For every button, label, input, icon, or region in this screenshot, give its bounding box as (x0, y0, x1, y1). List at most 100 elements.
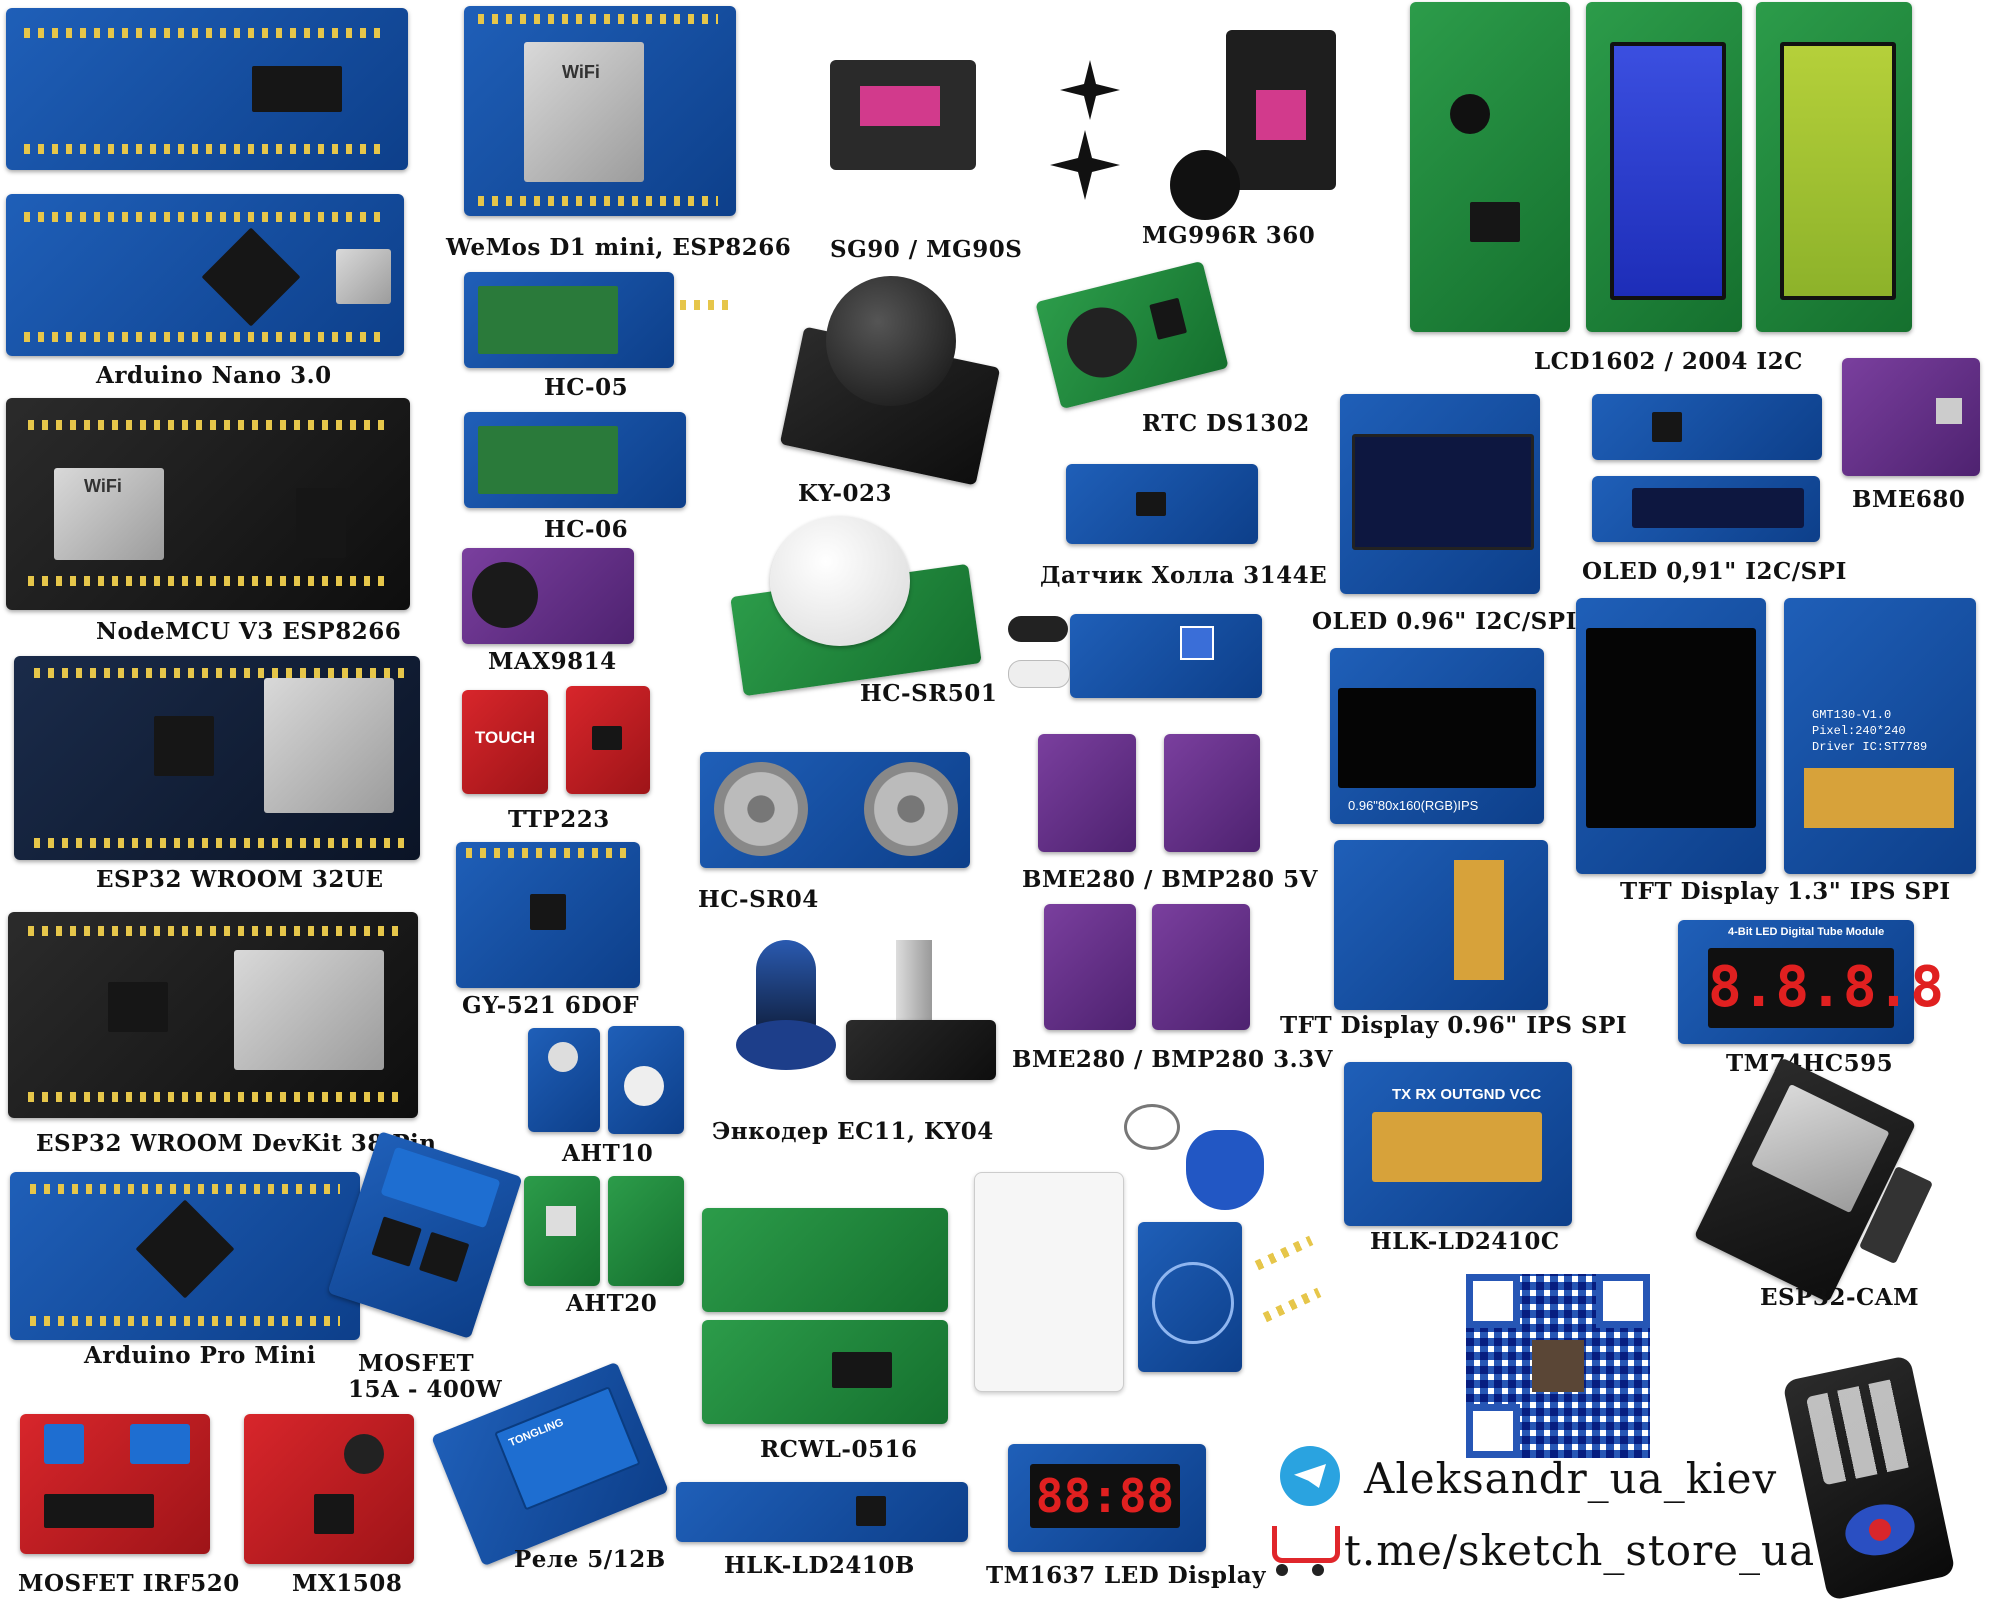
wemos-d1-mini-board: WiFi (464, 6, 736, 216)
touch-pad: TOUCH (474, 728, 536, 747)
aht10-board-b (608, 1026, 684, 1134)
tft096-resolution: 0.96"80x160(RGB)IPS (1348, 798, 1479, 813)
tft13-info-3: Driver IC:ST7789 (1812, 740, 1928, 754)
rfid-card (974, 1172, 1124, 1392)
esp32-wroom-32ue-board (14, 656, 420, 860)
sg90-servo (830, 60, 976, 170)
rfid-keyfob (1186, 1130, 1264, 1210)
esp32-cam-board (1693, 1057, 1917, 1303)
hlk2410c-pins: TX RX OUTGND VCC (1392, 1086, 1542, 1103)
label-hc05: HC-05 (544, 374, 629, 401)
label-mosfet-15a-line1: MOSFET (358, 1350, 475, 1377)
label-lcd: LCD1602 / 2004 I2C (1534, 348, 1803, 375)
label-bme680: BME680 (1852, 486, 1966, 513)
label-esp32-ue: ESP32 WROOM 32UE (96, 866, 384, 893)
label-hcsr04: HC-SR04 (698, 886, 819, 913)
tm74-digits: 8.8.8.8 (1708, 948, 1944, 1028)
tft-13-board-a (1576, 598, 1766, 874)
oled-091-board-b (1592, 476, 1820, 542)
rfid-rc522-board (1138, 1222, 1242, 1372)
mosfet-irf520-board (20, 1414, 210, 1554)
arduino-nano-board-top (6, 8, 408, 170)
label-tft096: TFT Display 0.96" IPS SPI (1280, 1012, 1628, 1039)
label-sg90: SG90 / MG90S (830, 236, 1023, 263)
lcd-i2c-adapter (1410, 2, 1570, 332)
max9814-board (462, 548, 634, 644)
tft-13-board-b: GMT130-V1.0 Pixel:240*240 Driver IC:ST77… (1784, 598, 1976, 874)
label-oled096: OLED 0.96" I2C/SPI (1312, 608, 1577, 635)
rtc-ds1302-board (1035, 260, 1229, 410)
label-mg996r: MG996R 360 (1142, 222, 1316, 249)
sensor-transducer-right (864, 762, 958, 856)
aht20-board-b (608, 1176, 684, 1286)
label-hlk2410b: HLK-LD2410B (724, 1552, 915, 1579)
wifi-badge: WiFi (84, 476, 122, 496)
tft-096-board-b (1334, 840, 1548, 1010)
bmp280-33v-board-b (1152, 904, 1250, 1030)
ttp223-board-b (566, 686, 650, 794)
label-mx1508: MX1508 (292, 1570, 403, 1597)
pir-dome (770, 516, 910, 646)
label-nodemcu: NodeMCU V3 ESP8266 (96, 618, 402, 645)
ttp223-board-a: TOUCH (462, 690, 548, 794)
label-esp32-devkit: ESP32 WROOM DevKit 38 Pin (36, 1130, 437, 1157)
shopping-cart-icon[interactable] (1262, 1520, 1342, 1580)
mg996r-servo (1226, 30, 1336, 190)
label-tft13: TFT Display 1.3" IPS SPI (1620, 878, 1951, 905)
label-bme280-5v: BME280 / BMP280 5V (1022, 866, 1318, 893)
mx1508-board (244, 1414, 414, 1564)
telegram-icon[interactable] (1280, 1446, 1340, 1506)
joystick-knob (826, 276, 956, 406)
label-arduino-nano: Arduino Nano 3.0 (96, 362, 332, 389)
tm74hc595-board: 4-Bit LED Digital Tube Module 8.8.8.8 (1678, 920, 1944, 1044)
bme280-5v-board-a (1038, 734, 1136, 852)
servo-horns (1050, 50, 1240, 220)
tft13-info-2: Pixel:240*240 (1812, 724, 1906, 738)
hall-3144e-board (1066, 464, 1258, 544)
keyring (1124, 1104, 1180, 1150)
hlk-ld2410c-board: TX RX OUTGND VCC (1344, 1062, 1572, 1226)
oled-091-board-a (1592, 394, 1822, 460)
arduino-nano-board-bottom (6, 194, 404, 356)
tm74-title: 4-Bit LED Digital Tube Module (1728, 926, 1885, 938)
rcwl0516-board-b (702, 1320, 948, 1424)
label-relay: Реле 5/12В (514, 1546, 666, 1573)
store-link[interactable]: t.me/sketch_store_ua (1344, 1526, 1816, 1575)
gy521-board (456, 842, 640, 988)
tm1637-board: 88:88 (1008, 1444, 1206, 1552)
label-aht20: AHT20 (566, 1290, 658, 1317)
label-tm1637: TM1637 LED Display (986, 1562, 1266, 1589)
sensor-transducer-left (714, 762, 808, 856)
label-bme280-33v: BME280 / BMP280 3.3V (1012, 1046, 1333, 1073)
wemos-wifi-badge: WiFi (562, 62, 600, 82)
hc05-pins (680, 300, 734, 310)
qr-code (1466, 1274, 1650, 1458)
rcwl0516-board-a (702, 1208, 948, 1312)
nodemcu-board: WiFi (6, 398, 410, 610)
tft13-info-1: GMT130-V1.0 (1812, 708, 1892, 722)
label-oled091: OLED 0,91" I2C/SPI (1582, 558, 1847, 585)
ir-led-receiver (1008, 660, 1070, 688)
tft-096-board-a: 0.96"80x160(RGB)IPS (1330, 648, 1544, 824)
oled-096-board (1340, 394, 1540, 594)
label-irf520: MOSFET IRF520 (18, 1570, 240, 1597)
ir-sensor-board (1070, 614, 1262, 698)
label-hc06: HC-06 (544, 516, 629, 543)
relay-brand: TONGLING (507, 1416, 566, 1450)
hlk-ld2410b-board (676, 1482, 968, 1542)
label-rcwl: RCWL-0516 (760, 1436, 918, 1463)
label-hcsr501: HC-SR501 (860, 680, 998, 707)
telegram-username[interactable]: Aleksandr_ua_kiev (1364, 1454, 1778, 1503)
bmp280-5v-board-b (1164, 734, 1260, 852)
label-pro-mini: Arduino Pro Mini (84, 1342, 316, 1369)
qr-center-photo (1532, 1340, 1584, 1392)
aht20-board-a (524, 1176, 600, 1286)
esp32-devkit-board (8, 912, 418, 1118)
label-hlk2410c: HLK-LD2410C (1370, 1228, 1560, 1255)
label-hall: Датчик Холла 3144E (1040, 562, 1328, 589)
hc06-board (464, 412, 686, 508)
rfid-pins-a (1254, 1235, 1314, 1271)
label-rtc: RTC DS1302 (1142, 410, 1310, 437)
lcd1602-blue (1586, 2, 1742, 332)
arduino-pro-mini-board (10, 1172, 360, 1340)
